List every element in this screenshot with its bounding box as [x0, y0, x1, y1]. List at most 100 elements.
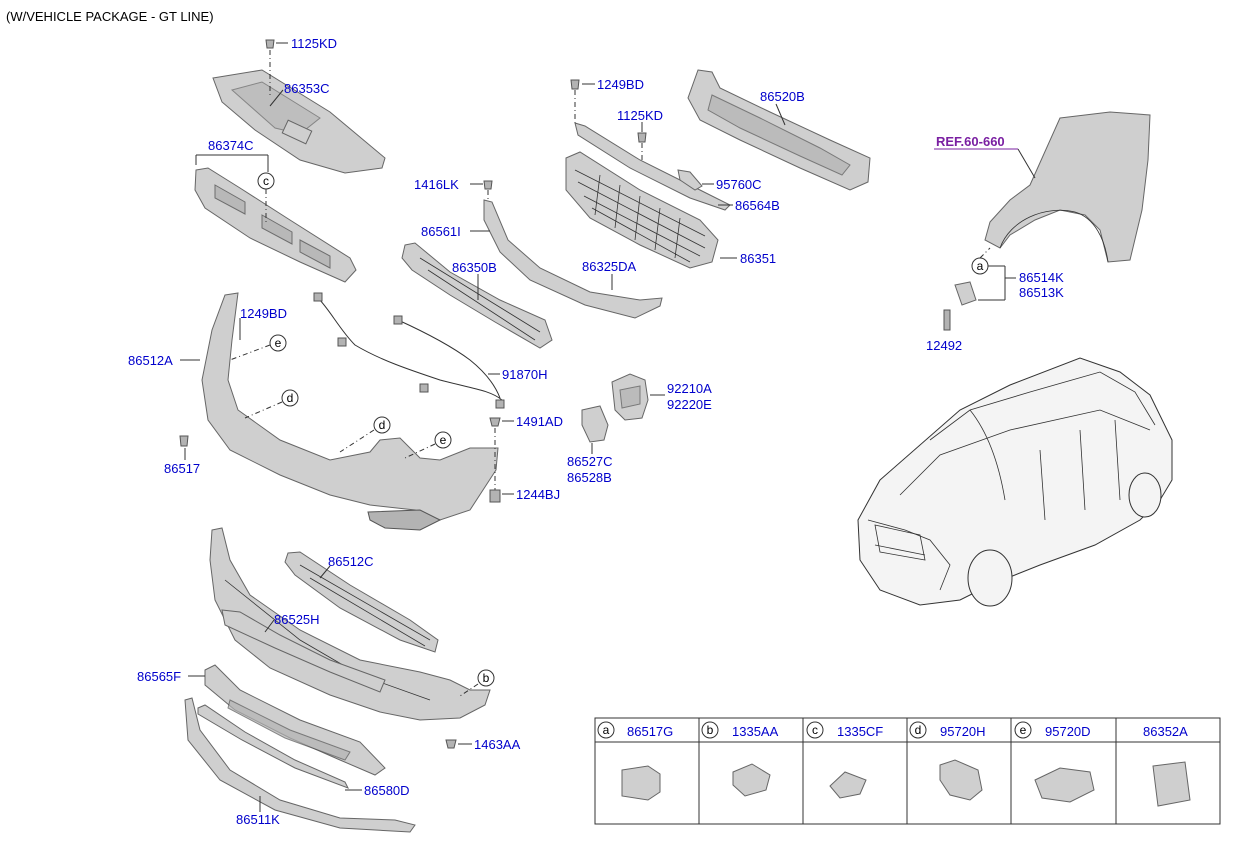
legend-part-95720D: 95720D — [1045, 724, 1091, 739]
legend-letter-e: e — [1020, 723, 1027, 737]
callout-d-left-letter: d — [287, 391, 294, 405]
grille-86351 — [565, 151, 719, 269]
legend-icon-1335AA — [732, 763, 771, 797]
lip-86511K — [184, 697, 416, 833]
label-86351: 86351 — [740, 251, 776, 266]
bumper-86512A — [201, 292, 499, 531]
bracket-95760C — [677, 169, 703, 191]
legend-circle-b — [701, 721, 719, 739]
label-1125KD-mid: 1125KD — [617, 108, 663, 123]
callout-a-letter: a — [977, 259, 984, 273]
label-92220E: 92220E — [667, 397, 712, 412]
label-1249BD-top: 1249BD — [597, 77, 644, 92]
callout-e-upper-letter: e — [275, 336, 282, 350]
clip-1491AD — [489, 417, 501, 427]
bracket-86374C — [194, 167, 357, 283]
lamp-92210A — [611, 373, 649, 421]
legend-circle-c — [806, 721, 824, 739]
label-86527C: 86527C — [567, 454, 613, 469]
label-86511K: 86511K — [236, 812, 280, 827]
label-86517: 86517 — [164, 461, 200, 476]
label-86520B: 86520B — [760, 89, 805, 104]
screw-12492 — [943, 309, 951, 331]
label-1491AD: 1491AD — [516, 414, 563, 429]
legend-circle-e — [1014, 721, 1032, 739]
legend-part-1335CF: 1335CF — [837, 724, 883, 739]
bolt-1125KD-top — [265, 39, 275, 49]
garnish-86561I — [483, 199, 663, 319]
cover-86353C — [212, 69, 386, 174]
label-1125KD-top: 1125KD — [291, 36, 337, 51]
legend-letter-b: b — [707, 723, 714, 737]
callout-e-upper — [269, 334, 287, 352]
diagram-title: (W/VEHICLE PACKAGE - GT LINE) — [6, 9, 214, 24]
label-12492: 12492 — [926, 338, 962, 353]
callout-d-right — [373, 416, 391, 434]
callout-c-letter: c — [263, 174, 269, 188]
bolt-1249BD-top — [570, 79, 580, 90]
callout-e-lower — [434, 431, 452, 449]
beam-86520B — [687, 69, 871, 191]
lower-bumper — [209, 527, 491, 721]
reference-label: REF.60-660 — [936, 134, 1005, 149]
cover-86527C — [581, 405, 609, 443]
bracket-86350B — [401, 242, 553, 349]
callout-b — [477, 669, 495, 687]
label-86325DA: 86325DA — [582, 259, 637, 274]
legend-part-1335AA: 1335AA — [732, 724, 779, 739]
label-1416LK: 1416LK — [414, 177, 459, 192]
fender — [984, 111, 1151, 263]
legend-table: a 86517G b 1335AA c 1335CF d 95720H e 95… — [594, 717, 1221, 825]
label-86580D: 86580D — [364, 783, 410, 798]
label-86512C: 86512C — [328, 554, 374, 569]
label-86350B: 86350B — [452, 260, 497, 275]
label-86353C: 86353C — [284, 81, 330, 96]
label-86513K: 86513K — [1019, 285, 1064, 300]
legend-icon-86517G — [621, 765, 661, 801]
legend-part-86352A: 86352A — [1143, 724, 1188, 739]
legend-letter-d: d — [915, 723, 922, 737]
label-86565F: 86565F — [137, 669, 181, 684]
legend-circle-d — [909, 721, 927, 739]
legend-icon-1335CF — [829, 771, 867, 799]
bolt-1416LK — [483, 180, 493, 190]
legend-letter-c: c — [812, 723, 818, 737]
legend-part-86517G: 86517G — [627, 724, 673, 739]
legend-part-95720H: 95720H — [940, 724, 986, 739]
label-86528B: 86528B — [567, 470, 612, 485]
bolt-1244BJ — [489, 489, 501, 503]
grille-86512C — [284, 551, 439, 653]
legend-letter-a: a — [603, 723, 610, 737]
callout-d-left — [281, 389, 299, 407]
label-1463AA: 1463AA — [474, 737, 521, 752]
label-86525H: 86525H — [274, 612, 320, 627]
mudguard-bracket — [954, 281, 977, 306]
label-86564B: 86564B — [735, 198, 780, 213]
bolt-1125KD-mid — [637, 132, 647, 143]
callout-b-letter: b — [483, 671, 490, 685]
molding-86580D — [197, 704, 350, 789]
callout-d-right-letter: d — [379, 418, 386, 432]
clip-1463AA — [445, 739, 457, 749]
label-86512A: 86512A — [128, 353, 173, 368]
label-91870H: 91870H — [502, 367, 548, 382]
label-86561I: 86561I — [421, 224, 461, 239]
vehicle-illustration — [857, 357, 1173, 607]
legend-icon-86352A — [1152, 761, 1191, 807]
molding-86564B — [574, 122, 731, 211]
legend-circle-a — [597, 721, 615, 739]
bracket-86525H — [221, 609, 386, 693]
callout-e-lower-letter: e — [440, 433, 447, 447]
legend-icon-95720H — [939, 759, 983, 801]
legend-icon-95720D — [1034, 767, 1095, 803]
label-86514K: 86514K — [1019, 270, 1064, 285]
label-95760C: 95760C — [716, 177, 762, 192]
label-92210A: 92210A — [667, 381, 712, 396]
wiring-91870H — [313, 292, 505, 409]
label-1244BJ: 1244BJ — [516, 487, 560, 502]
label-86374C: 86374C — [208, 138, 254, 153]
label-1249BD-left: 1249BD — [240, 306, 287, 321]
clip-86517 — [179, 435, 189, 447]
skid-86565F — [204, 664, 386, 776]
